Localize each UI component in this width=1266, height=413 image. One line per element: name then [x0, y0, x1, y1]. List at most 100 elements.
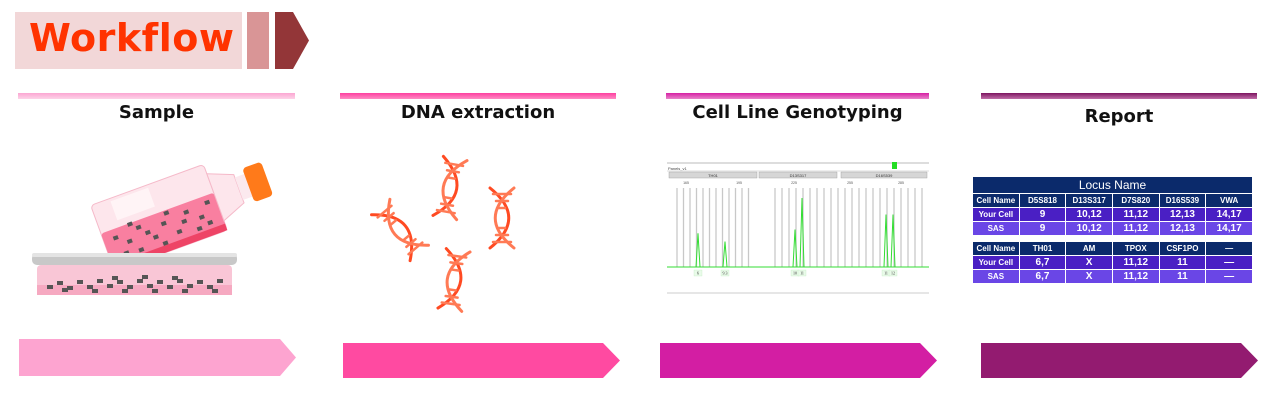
allele-call-label: 9.3 [723, 271, 728, 276]
table-cell: X [1065, 255, 1113, 270]
table-cell: 12,13 [1158, 221, 1207, 236]
petri-dish-icon [32, 253, 237, 295]
cell-culture-flask-icon [91, 162, 273, 272]
table-cell: 11,12 [1111, 221, 1160, 236]
locus-label: TH01 [708, 173, 719, 178]
dna-helix-icon [436, 247, 472, 313]
table-cell: — [1205, 255, 1253, 270]
table-cell: — [1205, 269, 1253, 284]
table-header-cell: TH01 [1018, 241, 1067, 256]
locus-bin [840, 171, 928, 179]
dna-helix-icon [370, 197, 430, 263]
table-cell: 14,17 [1205, 207, 1253, 222]
table-cell: 11 [1158, 269, 1207, 284]
locus-label: D13S317 [790, 173, 807, 178]
allele-peak [695, 233, 701, 268]
table-cell: 10,12 [1065, 221, 1113, 236]
table-cell: 11,12 [1111, 269, 1160, 284]
allele-peak [792, 229, 798, 268]
step-arrow-report [981, 343, 1258, 378]
table-cell: 11,12 [1111, 255, 1160, 270]
electropherogram: Panels_v1 TH01 D13S317 D16S539 165 195 225 25… [667, 160, 929, 300]
table-header-cell: Cell Name [972, 193, 1020, 208]
step-title-genotyping: Cell Line Genotyping [692, 102, 903, 123]
allele-call-box [797, 269, 807, 277]
table-cell: 12,13 [1158, 207, 1207, 222]
allele-call-label: 11 [884, 271, 888, 276]
allele-call-label: 11 [800, 271, 804, 276]
locus-bin [668, 171, 758, 179]
locus-name-header: Locus Name [972, 176, 1253, 194]
table-cell: 6,7 [1018, 269, 1067, 284]
panel-label: Panels_v1 [668, 166, 687, 171]
step-line-dna-extraction [340, 93, 616, 99]
table-cell: 9 [1018, 221, 1067, 236]
size-tick-label: 225 [791, 181, 797, 185]
step-arrow-sample [19, 339, 296, 376]
size-tick-label: 165 [683, 181, 689, 185]
step-line-genotyping [666, 93, 929, 99]
step-title-report: Report [1084, 106, 1154, 127]
allele-call-box [693, 269, 703, 277]
size-tick-label: 255 [847, 181, 853, 185]
allele-peak [722, 241, 728, 268]
table-header-cell: CSF1PO [1158, 241, 1207, 256]
title-accent-bar [247, 12, 269, 69]
marker-green [892, 162, 897, 169]
allele-call-box [720, 269, 730, 277]
table-header-cell: — [1205, 241, 1253, 256]
workflow-title-box: Workflow [15, 12, 242, 69]
size-tick-label: 285 [898, 181, 904, 185]
table-cell: X [1065, 269, 1113, 284]
allele-call-box [888, 269, 898, 277]
table-header-cell: D16S539 [1158, 193, 1207, 208]
step-arrow-dna-extraction [343, 343, 620, 378]
allele-peak [799, 197, 805, 268]
allele-call-label: 6 [697, 271, 699, 276]
table-header-cell: TPOX [1111, 241, 1160, 256]
workflow-title: Workflow [29, 16, 235, 60]
dna-illustration [370, 154, 516, 313]
table-cell: 14,17 [1205, 221, 1253, 236]
allele-peak [883, 214, 889, 268]
table-cell: Your Cell [972, 255, 1020, 270]
size-tick-label: 195 [736, 181, 742, 185]
locus-label: D16S539 [876, 173, 893, 178]
table-cell: 6,7 [1018, 255, 1067, 270]
table-header-cell: VWA [1205, 193, 1253, 208]
table-row: Locus Name [972, 176, 1253, 194]
table-header-cell: AM [1065, 241, 1113, 256]
step-title-sample: Sample [118, 102, 195, 123]
table-cell: 11 [1158, 255, 1207, 270]
dna-helix-icon [488, 186, 516, 250]
allele-call-label: 12 [891, 271, 895, 276]
title-chevron-icon [275, 12, 309, 69]
table-cell: 11,12 [1111, 207, 1160, 222]
table-cell: SAS [972, 269, 1020, 284]
step-line-sample [18, 93, 295, 99]
table-header-cell: D5S818 [1018, 193, 1067, 208]
sample-illustration [32, 162, 273, 295]
dna-helix-icon [431, 154, 469, 222]
allele-call-label: 10 [793, 271, 797, 276]
step-title-dna-extraction: DNA extraction [400, 102, 556, 123]
table-header-cell: D13S317 [1065, 193, 1113, 208]
step-arrow-genotyping [660, 343, 937, 378]
locus-bin [758, 171, 838, 179]
table-header-cell: Cell Name [972, 241, 1020, 256]
allele-peak [890, 214, 896, 268]
table-header-cell: D7S820 [1111, 193, 1160, 208]
table-cell: 10,12 [1065, 207, 1113, 222]
table-cell: Your Cell [972, 207, 1020, 222]
step-line-report [981, 93, 1257, 99]
table-cell: SAS [972, 221, 1020, 236]
